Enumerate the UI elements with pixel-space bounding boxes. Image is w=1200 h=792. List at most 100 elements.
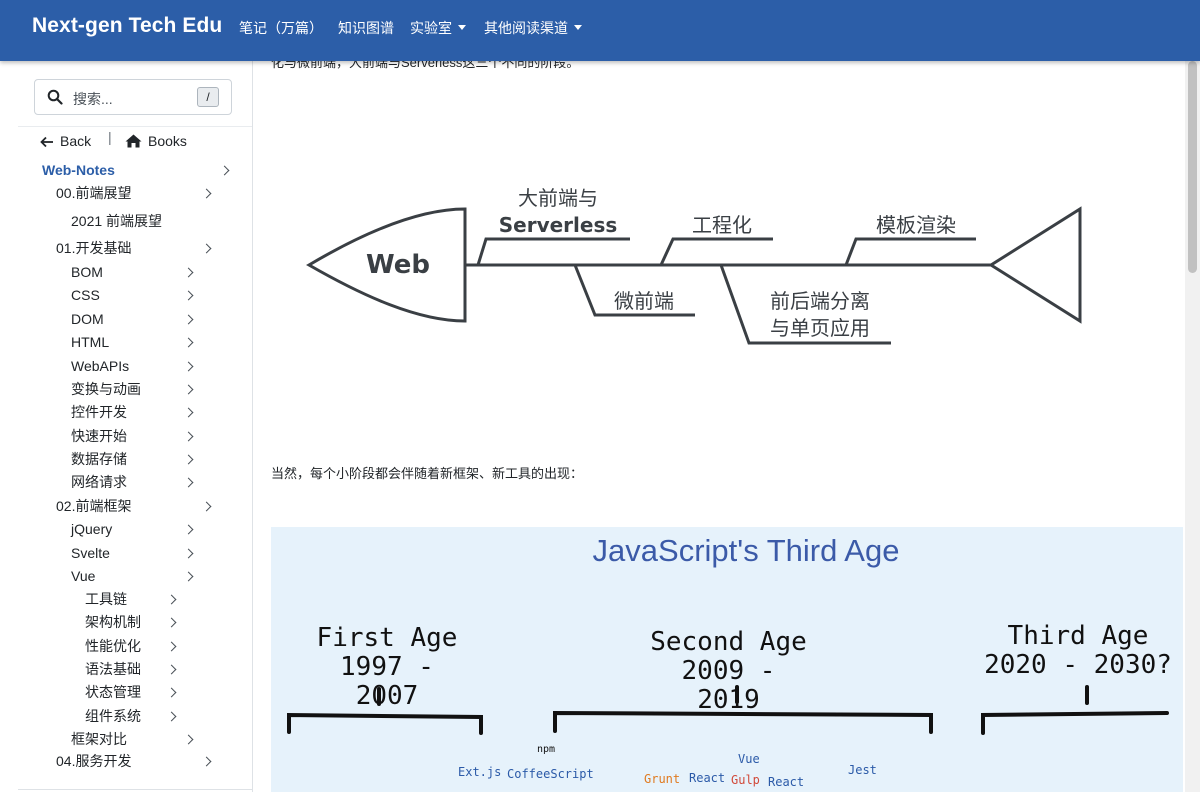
chevron-right-icon[interactable] [167,640,177,654]
age-second: Second Age 2009 - 2019 [646,628,811,715]
books-label: Books [148,133,187,149]
books-link[interactable]: Books [125,133,187,149]
sidebar-tree-item[interactable]: 控件开发 [71,404,127,420]
chevron-right-icon[interactable] [184,289,194,303]
nav-item-notes[interactable]: 笔记（万篇） [239,18,323,38]
sidebar-tree-item[interactable]: HTML [71,334,110,350]
sidebar-tree-item[interactable]: CSS [71,287,100,303]
chevron-right-icon[interactable] [167,686,177,700]
tool-label: Vue [738,752,760,766]
sidebar-tree-item[interactable]: Svelte [71,545,110,561]
sidebar-tree-item[interactable]: DOM [71,311,104,327]
chevron-right-icon[interactable] [167,710,177,724]
paragraph: 当然，每个小阶段都会伴随着新框架、新工具的出现： [271,466,584,481]
bone-label: 微前端 [614,289,674,313]
nav-item-notes-label: 笔记（万篇） [239,20,323,36]
tool-label: Ext.js [458,765,502,779]
bone-label: 前后端分离 [770,289,870,313]
brand-logo-text[interactable]: Next-gen Tech Edu [32,14,223,37]
nav-item-lab-dropdown[interactable]: 实验室 [410,18,466,38]
chevron-right-icon[interactable] [184,547,194,561]
page-scrollbar[interactable] [1185,61,1200,792]
sidebar-tree-item[interactable]: 组件系统 [85,708,141,724]
chevron-right-icon[interactable] [184,383,194,397]
bone-bottom-1 [573,264,695,317]
search-shortcut-key: / [197,87,219,107]
chevron-right-icon[interactable] [184,336,194,350]
sidebar-tree-item[interactable]: WebAPIs [71,358,130,374]
chevron-right-icon[interactable] [184,406,194,420]
main-content: 化与微前端，大前端与Serverless这三个不同的阶段。 Web 大前端与 S… [253,61,1185,792]
search-icon [47,89,63,105]
search-placeholder: 搜索... [73,91,113,107]
search-input[interactable]: 搜索... / [34,79,232,115]
chevron-right-icon[interactable] [202,755,212,769]
tool-label: npm [537,744,556,755]
bone-label: 与单页应用 [770,316,870,340]
nav-item-knowledge-graph-label: 知识图谱 [338,20,394,36]
nav-item-other-channels-dropdown[interactable]: 其他阅读渠道 [484,18,582,38]
age-third: Third Age 2020 - 2030? [983,622,1173,680]
sidebar-tree-item[interactable]: 快速开始 [71,428,127,444]
sidebar-tree-item[interactable]: 工具链 [85,591,127,607]
bone-label: Serverless [499,213,618,237]
top-navbar: Next-gen Tech Edu 笔记（万篇） 知识图谱 实验室 其他阅读渠道 [0,0,1200,61]
chevron-right-icon[interactable] [184,733,194,747]
scrollbar-thumb[interactable] [1188,61,1197,273]
back-link[interactable]: Back [40,133,91,149]
nav-item-knowledge-graph[interactable]: 知识图谱 [338,18,394,38]
back-label: Back [60,133,92,149]
tool-label: React [689,771,726,785]
sidebar-tree-item[interactable]: 04.服务开发 [56,753,132,769]
sidebar-tree-item[interactable]: 框架对比 [71,731,127,747]
chevron-right-icon[interactable] [184,266,194,280]
chevron-right-icon[interactable] [184,453,194,467]
diagram-tail [988,206,1082,324]
sidebar-tree-item[interactable]: 2021 前端展望 [71,213,163,229]
diagram-head-label: Web [366,250,430,280]
chevron-right-icon[interactable] [184,523,194,537]
tool-label: Jest [848,763,877,777]
chevron-right-icon[interactable] [220,164,230,178]
sidebar-tree-item[interactable]: 01.开发基础 [56,240,132,256]
bone-label: 大前端与 [518,186,598,210]
chevron-right-icon[interactable] [167,663,177,677]
chevron-right-icon[interactable] [184,430,194,444]
divider [18,126,252,127]
tool-label: Gulp [731,773,760,787]
sidebar-tree-item[interactable]: Web-Notes [42,162,115,178]
age-years: 2020 - 2030? [984,650,1172,680]
sidebar-tree-item[interactable]: Vue [71,568,96,584]
sidebar-tree-item[interactable]: 数据存储 [71,451,127,467]
chevron-right-icon[interactable] [184,360,194,374]
bone-bottom-2 [719,264,891,345]
sidebar-tree-item[interactable]: jQuery [71,521,113,537]
sidebar-tree-item[interactable]: 状态管理 [85,684,141,700]
fishbone-diagram: Web 大前端与 Serverless 工程化 模板渲染 微前端 前后端分离 与… [306,186,1082,345]
chevron-right-icon[interactable] [184,476,194,490]
chevron-right-icon[interactable] [202,242,212,256]
chevron-right-icon[interactable] [202,500,212,514]
sidebar-tree-item[interactable]: 语法基础 [85,661,141,677]
age-first: First Age 1997 - 2007 [307,624,467,711]
bone-top-3 [844,237,976,266]
chevron-right-icon[interactable] [167,616,177,630]
home-icon [125,134,142,148]
sidebar-tree-item[interactable]: 变换与动画 [71,381,141,397]
sidebar-tree-item[interactable]: 性能优化 [85,638,141,654]
age-name: Third Age [1007,621,1149,651]
bone-label: 工程化 [692,213,752,237]
sidebar-bottom-rule [18,789,253,790]
age-name: Second Age [650,627,807,657]
sidebar-tree-item[interactable]: 00.前端展望 [56,185,132,201]
chevron-right-icon[interactable] [167,593,177,607]
sidebar-tree-item[interactable]: BOM [71,264,103,280]
sidebar-tree-item[interactable]: 02.前端框架 [56,498,132,514]
chevron-right-icon[interactable] [202,187,212,201]
tool-label: CoffeeScript [507,767,594,781]
age-name: First Age [316,623,458,653]
chevron-right-icon[interactable] [184,313,194,327]
sidebar-tree-item[interactable]: 网络请求 [71,474,127,490]
sidebar-tree-item[interactable]: 架构机制 [85,614,141,630]
chevron-right-icon[interactable] [184,570,194,584]
